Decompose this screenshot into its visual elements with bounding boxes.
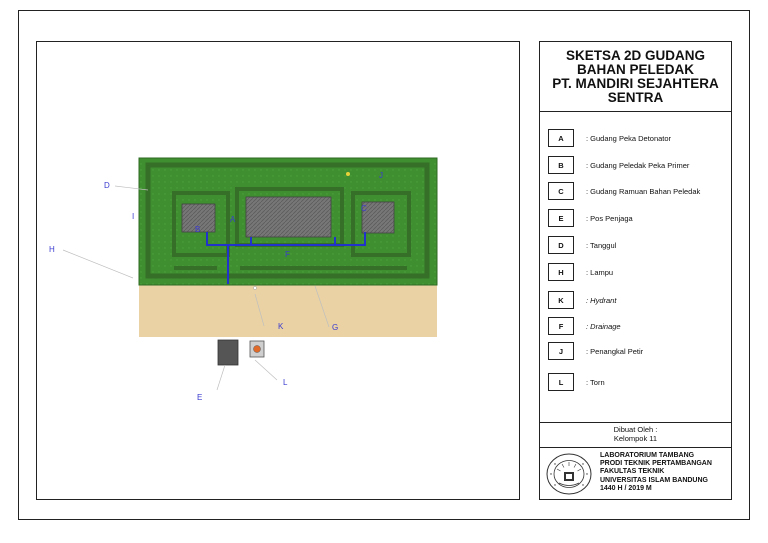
label-d: D — [104, 181, 110, 190]
legend-label: : Hydrant — [586, 295, 617, 305]
legend-item-e: E : Pos Penjaga — [548, 208, 633, 228]
sheet-border — [18, 10, 750, 520]
label-c: C — [361, 204, 367, 213]
sheet-title: SKETSA 2D GUDANG BAHAN PELEDAK PT. MANDI… — [552, 47, 719, 105]
legend-panel: SKETSA 2D GUDANG BAHAN PELEDAK PT. MANDI… — [539, 41, 732, 500]
inner-berm-left — [172, 191, 230, 257]
label-i: I — [132, 212, 135, 221]
label-e: E — [197, 393, 203, 402]
credit-line: Dibuat Oleh : — [613, 425, 658, 434]
lab-text: LABORATORIUM TAMBANG PRODI TEKNIK PERTAM… — [600, 452, 712, 492]
legend-label: : Gudang Ramuan Bahan Peledak — [586, 186, 701, 196]
legend-label: : Gudang Peledak Peka Primer — [586, 160, 690, 170]
legend-label: : Tanggul — [586, 240, 617, 250]
guard-post — [217, 339, 239, 366]
water-tank-top — [253, 345, 261, 353]
legend-code: J — [548, 342, 574, 360]
label-f: F — [285, 250, 290, 259]
legend-label: : Torn — [586, 377, 605, 387]
building-c — [361, 201, 395, 234]
legend-code: L — [548, 373, 574, 391]
legend-item-l: L : Torn — [548, 372, 605, 392]
legend-item-a: A : Gudang Peka Detonator — [548, 128, 671, 148]
legend-code: F — [548, 317, 574, 335]
legend-code: D — [548, 236, 574, 254]
legend-label: : Pos Penjaga — [586, 213, 633, 223]
drainage-pipes — [206, 232, 366, 284]
legend-item-c: C : Gudang Ramuan Bahan Peledak — [548, 181, 700, 201]
title-block: SKETSA 2D GUDANG BAHAN PELEDAK PT. MANDI… — [540, 42, 731, 112]
building-a — [181, 203, 216, 233]
label-a: A — [230, 215, 236, 224]
legend-code: E — [548, 209, 574, 227]
leader-lines — [62, 185, 330, 391]
legend-label: : Gudang Peka Detonator — [586, 133, 672, 143]
credit-block: Dibuat Oleh : Kelompok 11 — [540, 422, 731, 448]
credit-line: Kelompok 11 — [613, 433, 658, 443]
legend-item-b: B : Gudang Peledak Peka Primer — [548, 155, 689, 175]
lightning-rod-marker — [346, 172, 350, 176]
legend-item-h: H : Lampu — [548, 262, 613, 282]
site-sketch: D I H A B C J F K G L E — [36, 41, 520, 500]
hydrant-marker — [253, 286, 257, 290]
legend-item-k: K : Hydrant — [548, 290, 616, 310]
lab-block: LABORATORIUM TAMBANG PRODI TEKNIK PERTAM… — [540, 448, 731, 499]
legend-code: H — [548, 263, 574, 281]
legend-label: : Lampu — [586, 267, 614, 277]
legend-code: K — [548, 291, 574, 309]
legend-label: : Drainage — [586, 321, 621, 331]
legend-code: C — [548, 182, 574, 200]
label-h: H — [49, 245, 55, 254]
legend-label: : Penangkal Petir — [586, 346, 644, 356]
sand-ground — [139, 285, 437, 337]
legend-code: B — [548, 156, 574, 174]
label-j: J — [379, 171, 383, 180]
outer-berm — [145, 162, 430, 279]
legend-item-f: F : Drainage — [548, 316, 621, 336]
university-seal-icon — [546, 453, 592, 495]
building-b — [245, 196, 332, 238]
label-g: G — [332, 323, 339, 332]
label-b: B — [195, 225, 201, 234]
legend-code: A — [548, 129, 574, 147]
legend-item-d: D : Tanggul — [548, 235, 616, 255]
site-plan-svg — [62, 157, 438, 391]
label-k: K — [278, 322, 284, 331]
label-l: L — [283, 378, 288, 387]
inner-berm-right — [351, 191, 411, 257]
legend-item-j: J : Penangkal Petir — [548, 341, 643, 361]
